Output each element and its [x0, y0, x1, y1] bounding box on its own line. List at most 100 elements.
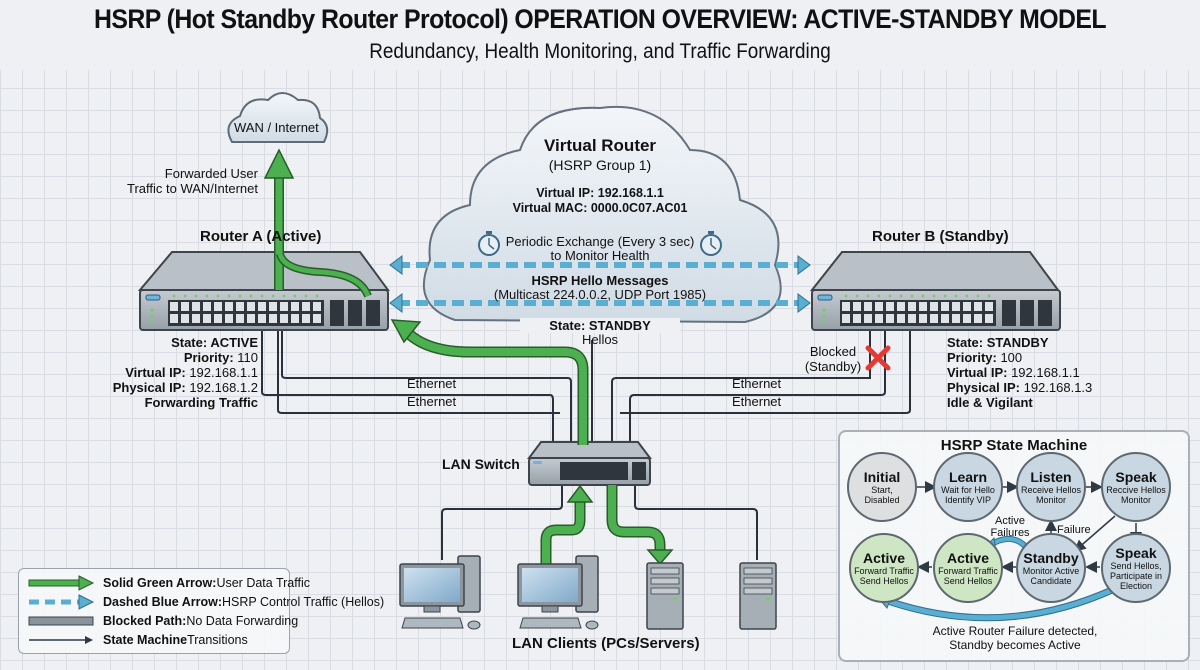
exchange-line-2: to Monitor Health	[550, 248, 650, 263]
port-icon	[897, 302, 905, 311]
port-icon	[181, 314, 189, 323]
virtual-router-state: State: STANDBY	[520, 318, 680, 333]
router-a-priority: 110	[233, 350, 258, 365]
page-title: HSRP (Hot Standby Router Protocol) OPERA…	[48, 4, 1152, 35]
ethernet-label-b1: Ethernet	[732, 376, 782, 391]
virtual-router-group: (HSRP Group 1)	[548, 157, 652, 173]
stopwatch-icon-right	[700, 231, 722, 256]
state-speak-2: Speak Send Hellos, Participate in Electi…	[1101, 533, 1171, 603]
port-icon	[225, 302, 233, 311]
port-icon	[258, 302, 266, 311]
port-icon	[952, 314, 960, 323]
wan-arrow-label-2: Traffic to WAN/Internet	[126, 181, 258, 196]
port-icon	[247, 302, 255, 311]
port-led-icon	[943, 294, 947, 298]
state-learn: Learn Wait for Hello Identify VIP	[933, 452, 1003, 522]
port-icon	[908, 314, 916, 323]
router-a-pip-key: Physical IP:	[112, 380, 186, 395]
port-led-icon	[866, 294, 870, 298]
router-b-pip: 192.168.1.3	[1019, 380, 1093, 395]
port-icon	[941, 314, 949, 323]
hello-messages-title: HSRP Hello Messages	[531, 273, 669, 288]
port-led-icon	[271, 294, 275, 298]
router-a-title: Router A (Active)	[200, 228, 322, 245]
state-machine-footer-1: Active Router Failure detected,	[932, 624, 1098, 638]
port-led-icon	[954, 294, 958, 298]
router-b-vip-key: Virtual IP:	[947, 365, 1008, 380]
router-b-ports	[842, 294, 993, 323]
port-led-icon	[855, 294, 859, 298]
port-icon	[974, 302, 982, 311]
port-led-icon	[877, 294, 881, 298]
port-led-icon	[260, 294, 264, 298]
port-icon	[302, 302, 310, 311]
pc-icon-2	[517, 555, 599, 630]
port-led-icon	[921, 294, 925, 298]
state-initial: Initial Start, Disabled	[847, 452, 917, 522]
server-icon-2	[739, 562, 777, 630]
state-machine-title: HSRP State Machine	[940, 437, 1088, 454]
port-icon	[842, 314, 850, 323]
active-failures-label-1: Active	[995, 515, 1025, 527]
port-icon	[985, 314, 993, 323]
legend-item-transitions: State Machine Transitions	[27, 631, 248, 649]
blocked-label-1: Blocked	[809, 344, 857, 359]
port-led-icon	[249, 294, 253, 298]
port-icon	[192, 302, 200, 311]
port-icon	[181, 302, 189, 311]
port-icon	[985, 302, 993, 311]
state-speak-1: Speak Reccive Hellos Monitor	[1101, 452, 1171, 522]
lan-switch-icon	[527, 441, 652, 486]
data-traffic-arrows	[263, 148, 674, 566]
lan-switch-label: LAN Switch	[442, 456, 520, 472]
router-b-state: State: STANDBY	[947, 335, 1049, 350]
port-led-icon	[910, 294, 914, 298]
cable-b2	[611, 330, 871, 442]
legend-item-data-traffic: Solid Green Arrow: User Data Traffic	[27, 574, 310, 592]
port-icon	[258, 314, 266, 323]
page-subtitle: Redundancy, Health Monitoring, and Traff…	[369, 40, 831, 63]
transition-speak-standby	[1073, 515, 1116, 552]
ethernet-label-a1: Ethernet	[407, 376, 457, 391]
port-icon	[313, 314, 321, 323]
port-led-icon	[282, 294, 286, 298]
router-b-title: Router B (Standby)	[872, 228, 1009, 245]
port-icon	[930, 314, 938, 323]
port-led-icon	[205, 294, 209, 298]
cable-a1	[261, 330, 554, 442]
port-icon	[214, 314, 222, 323]
port-led-icon	[844, 294, 848, 298]
port-icon	[919, 314, 927, 323]
port-icon	[886, 314, 894, 323]
dashed-blue-arrow-icon	[29, 594, 95, 610]
router-a-vip-key: Virtual IP:	[125, 365, 186, 380]
hello-messages-detail: (Multicast 224.0.0.2, UDP Port 1985)	[493, 287, 707, 302]
port-icon	[853, 314, 861, 323]
port-icon	[247, 314, 255, 323]
virtual-mac: Virtual MAC: 0000.0C07.AC01	[512, 201, 688, 215]
port-led-icon	[194, 294, 198, 298]
port-led-icon	[172, 294, 176, 298]
port-led-icon	[183, 294, 187, 298]
wan-label: WAN / Internet	[234, 120, 319, 135]
virtual-router-cloud-icon	[422, 106, 782, 324]
cable-a3	[277, 330, 560, 414]
port-icon	[170, 302, 178, 311]
router-a-ports	[170, 294, 321, 323]
port-led-icon	[888, 294, 892, 298]
legend-item-blocked-path: Blocked Path: No Data Forwarding	[27, 612, 298, 630]
port-led-icon	[216, 294, 220, 298]
port-led-icon	[976, 294, 980, 298]
ethernet-label-b2: Ethernet	[732, 394, 782, 409]
exchange-line-1: Periodic Exchange (Every 3 sec)	[505, 234, 695, 249]
state-active-final: Active Forward Traffic Send Hellos	[849, 533, 919, 603]
cable-client-4	[634, 485, 758, 560]
virtual-router-state-sub: Hellos	[581, 332, 619, 347]
ethernet-cables	[261, 330, 911, 560]
router-b-priority: 100	[996, 350, 1023, 365]
cable-client-1	[441, 485, 563, 560]
port-icon	[236, 302, 244, 311]
port-icon	[952, 302, 960, 311]
port-icon	[941, 302, 949, 311]
